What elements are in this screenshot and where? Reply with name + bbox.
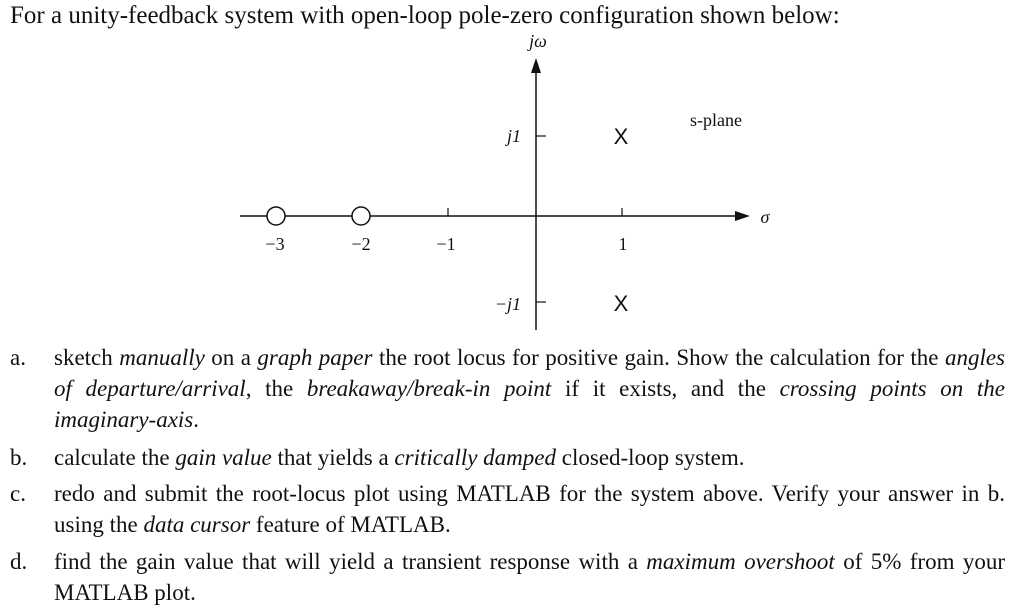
emphasized-text: graph paper [257, 345, 373, 370]
question-text: calculate the gain value that yields a c… [54, 442, 1005, 473]
tick-label-minus-2: −2 [351, 234, 370, 254]
question-letter: d. [10, 549, 28, 574]
j1-label: j1 [505, 126, 521, 146]
s-plane-label: s-plane [690, 110, 742, 130]
question-text-run: the root locus for positive gain. Show t… [372, 345, 945, 370]
emphasized-text: breakaway/break-in point [306, 376, 552, 401]
emphasized-text: data cursor [143, 512, 251, 537]
tick-label-plus-1: 1 [619, 234, 628, 254]
question-text-run: , the [245, 376, 307, 401]
emphasized-text: maximum overshoot [646, 549, 835, 574]
tick-label-minus-3: −3 [265, 234, 284, 254]
question-text: sketch manually on a graph paper the roo… [54, 342, 1005, 435]
question-text: find the gain value that will yield a tr… [54, 546, 1005, 608]
problem-intro: For a unity-feedback system with open-lo… [10, 2, 840, 29]
question-text-run: calculate the [54, 445, 176, 470]
zero-marker-minus-2 [351, 206, 371, 226]
emphasized-text: crossing points on the imaginary-axis [54, 376, 1005, 432]
emphasized-text: gain value [175, 445, 272, 470]
emphasized-text: critically damped [394, 445, 557, 470]
emphasized-text: manually [119, 345, 205, 370]
question-text-run: that yields a [271, 445, 395, 470]
real-axis-arrowhead [735, 211, 750, 221]
question-text-run: . [193, 407, 200, 432]
question-text-run: on a [204, 345, 258, 370]
question-text-run: closed-loop system. [556, 445, 745, 470]
tick-label-minus-1: −1 [436, 234, 455, 254]
question-text-run: find the gain value that will yield a tr… [54, 549, 647, 574]
question-letter: c. [10, 481, 26, 506]
minus-j1-label: −j1 [495, 294, 521, 314]
question-text: redo and submit the root-locus plot usin… [54, 478, 1005, 540]
question-letter: a. [10, 345, 26, 370]
question-text-run: if it exists, and the [551, 376, 780, 401]
imaginary-axis-arrowhead [531, 58, 541, 73]
question-text-run: feature of MATLAB. [250, 512, 451, 537]
sigma-axis-label: σ [761, 207, 771, 227]
question-text-run: sketch [54, 345, 120, 370]
s-plane-diagram: X X jω σ s-plane j1 −j1 −3 −2 −1 1 [240, 31, 771, 330]
jw-axis-label: jω [527, 31, 547, 51]
emphasized-text: angles of departure/arrival [54, 345, 1005, 401]
pole-marker-upper: X [614, 124, 629, 149]
pole-marker-lower: X [614, 291, 629, 316]
zero-marker-minus-3 [266, 206, 286, 226]
question-text-run: of 5% from your MATLAB plot. [54, 549, 1005, 605]
question-letter: b. [10, 445, 28, 470]
question-text-run: redo and submit the root-locus plot usin… [54, 481, 1005, 537]
